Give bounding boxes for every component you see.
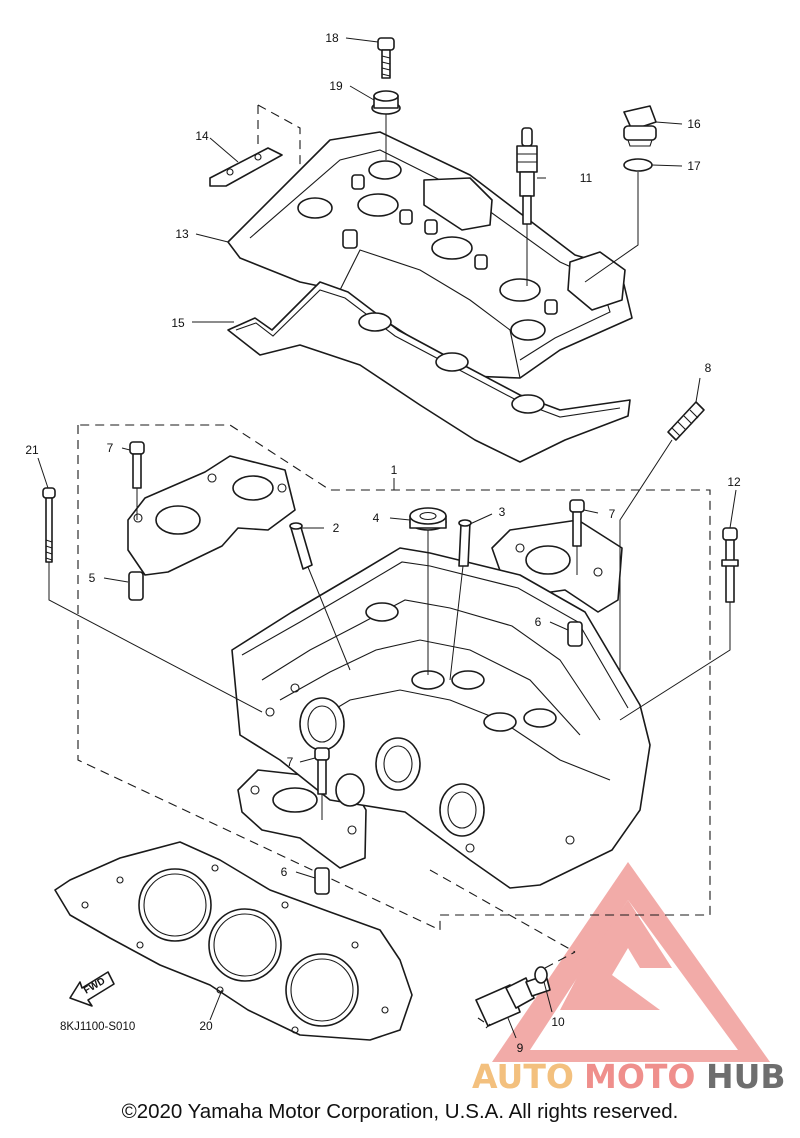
callout-2: 2 — [333, 521, 340, 535]
callout-18: 18 — [325, 31, 339, 45]
part-2-pipe — [289, 522, 313, 570]
bracket-dash-line — [257, 104, 301, 165]
callout-3: 3 — [499, 505, 506, 519]
cam-cap-left — [127, 455, 296, 576]
part-20-head-gasket — [54, 841, 413, 1041]
stud-lead-line — [619, 439, 673, 670]
long-bolt-lead-line — [48, 562, 263, 713]
callout-7-lower: 7 — [287, 755, 294, 769]
callout-14: 14 — [195, 129, 209, 143]
pipe-2-lead-line — [307, 566, 351, 671]
stud-bolt-lead-line — [619, 602, 731, 721]
callout-20: 20 — [199, 1019, 213, 1033]
callout-11: 11 — [580, 171, 593, 185]
callout-numbers: 1 2 3 4 5 6 6 7 7 7 8 9 10 11 12 13 14 1… — [25, 31, 741, 1055]
callout-19: 19 — [329, 79, 343, 93]
callout-21: 21 — [25, 443, 39, 457]
part-8-stud — [667, 401, 705, 441]
cylinder-head-exploded-diagram: FWD 1 2 3 4 5 6 6 7 7 — [25, 31, 786, 1096]
callout-8: 8 — [705, 361, 712, 375]
cam-bolt-axis-lines — [136, 488, 578, 820]
plug-gasket-3 — [511, 394, 545, 414]
callout-6-upper: 6 — [535, 615, 542, 629]
callout-5: 5 — [89, 571, 96, 585]
watermark-hub: HUB — [706, 1057, 786, 1096]
callout-15: 15 — [171, 316, 185, 330]
part-15-cover-gasket — [227, 281, 631, 463]
copyright-notice: ©2020 Yamaha Motor Corporation, U.S.A. A… — [121, 1100, 679, 1123]
pipe-3-lead-line — [449, 565, 464, 681]
callout-leader-lines — [37, 37, 737, 1039]
part-16-oil-filler-cap — [623, 105, 657, 147]
filler-cap-axis-line — [584, 172, 639, 283]
part-6-dowel-pin-upper — [567, 621, 583, 647]
part-5-dowel-pin — [128, 571, 144, 601]
part-7-bolt-left — [129, 441, 145, 489]
part-19-grommet — [371, 90, 401, 115]
part-11-spark-plug — [516, 127, 538, 225]
assembly-1-outline — [77, 424, 711, 931]
callout-12: 12 — [727, 475, 741, 489]
part-13-head-cover — [227, 131, 633, 379]
watermark-moto: MOTO — [584, 1057, 695, 1096]
automotohub-watermark: AUTO MOTO HUB — [472, 1057, 786, 1096]
part-17-o-ring — [623, 158, 653, 172]
part-4-seal — [409, 507, 447, 531]
plug-gasket-1 — [358, 312, 392, 332]
callout-9: 9 — [517, 1041, 524, 1055]
part-6-dowel-pin-lower — [314, 867, 330, 895]
part-18-bolt — [377, 37, 395, 79]
part-3-pipe — [458, 519, 472, 567]
callout-6-lower: 6 — [281, 865, 288, 879]
part-21-long-bolt — [42, 487, 56, 563]
part-10-gasket — [534, 966, 548, 984]
callout-4: 4 — [373, 511, 380, 525]
part-14-bracket — [209, 147, 283, 187]
callout-7-right: 7 — [609, 507, 616, 521]
automotohub-logo-triangle — [492, 862, 770, 1062]
callout-7-left: 7 — [107, 441, 114, 455]
callout-17: 17 — [687, 159, 701, 173]
callout-1: 1 — [391, 463, 398, 477]
plug-gasket-2 — [435, 352, 469, 372]
callout-16: 16 — [687, 117, 701, 131]
watermark-auto: AUTO — [472, 1057, 574, 1096]
callout-13: 13 — [175, 227, 189, 241]
fwd-arrow-icon: FWD — [69, 971, 115, 1007]
cylinder-head — [231, 547, 651, 889]
callout-10: 10 — [551, 1015, 565, 1029]
diagram-code: 8KJ1100-S010 — [60, 1021, 135, 1033]
sensor-dash-line — [429, 869, 576, 969]
part-12-stud-bolt — [721, 527, 739, 603]
